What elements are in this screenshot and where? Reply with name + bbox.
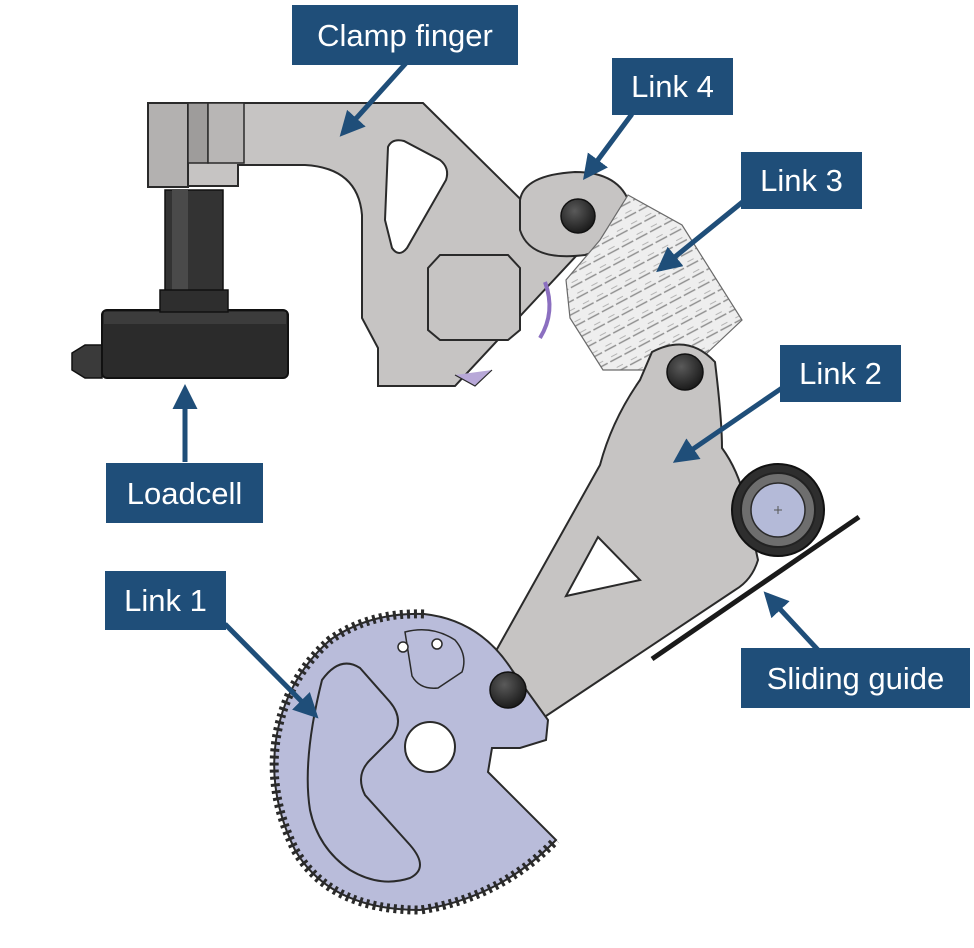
arrow-link-4 bbox=[583, 112, 635, 181]
label-link-2: Link 2 bbox=[780, 345, 901, 402]
label-link-1: Link 1 bbox=[105, 571, 226, 630]
roller-bearing bbox=[731, 463, 825, 557]
arrow-link-3 bbox=[656, 198, 747, 273]
label-link-3: Link 3 bbox=[741, 152, 862, 209]
arrow-link-2 bbox=[672, 385, 784, 463]
arrow-sliding-guide bbox=[763, 591, 820, 652]
label-link-4: Link 4 bbox=[612, 58, 733, 115]
label-sliding-guide: Sliding guide bbox=[741, 648, 970, 708]
loadcell bbox=[71, 189, 289, 379]
clamp-finger bbox=[147, 102, 579, 387]
link-2 bbox=[474, 343, 760, 730]
sliding-guide-rail bbox=[650, 514, 861, 662]
label-clamp-finger: Clamp finger bbox=[292, 5, 518, 65]
arrow-clamp-finger bbox=[339, 60, 409, 137]
label-loadcell: Loadcell bbox=[106, 463, 263, 523]
link-3 bbox=[565, 194, 743, 371]
link-1 bbox=[269, 609, 560, 915]
arrow-link-1 bbox=[223, 622, 319, 719]
